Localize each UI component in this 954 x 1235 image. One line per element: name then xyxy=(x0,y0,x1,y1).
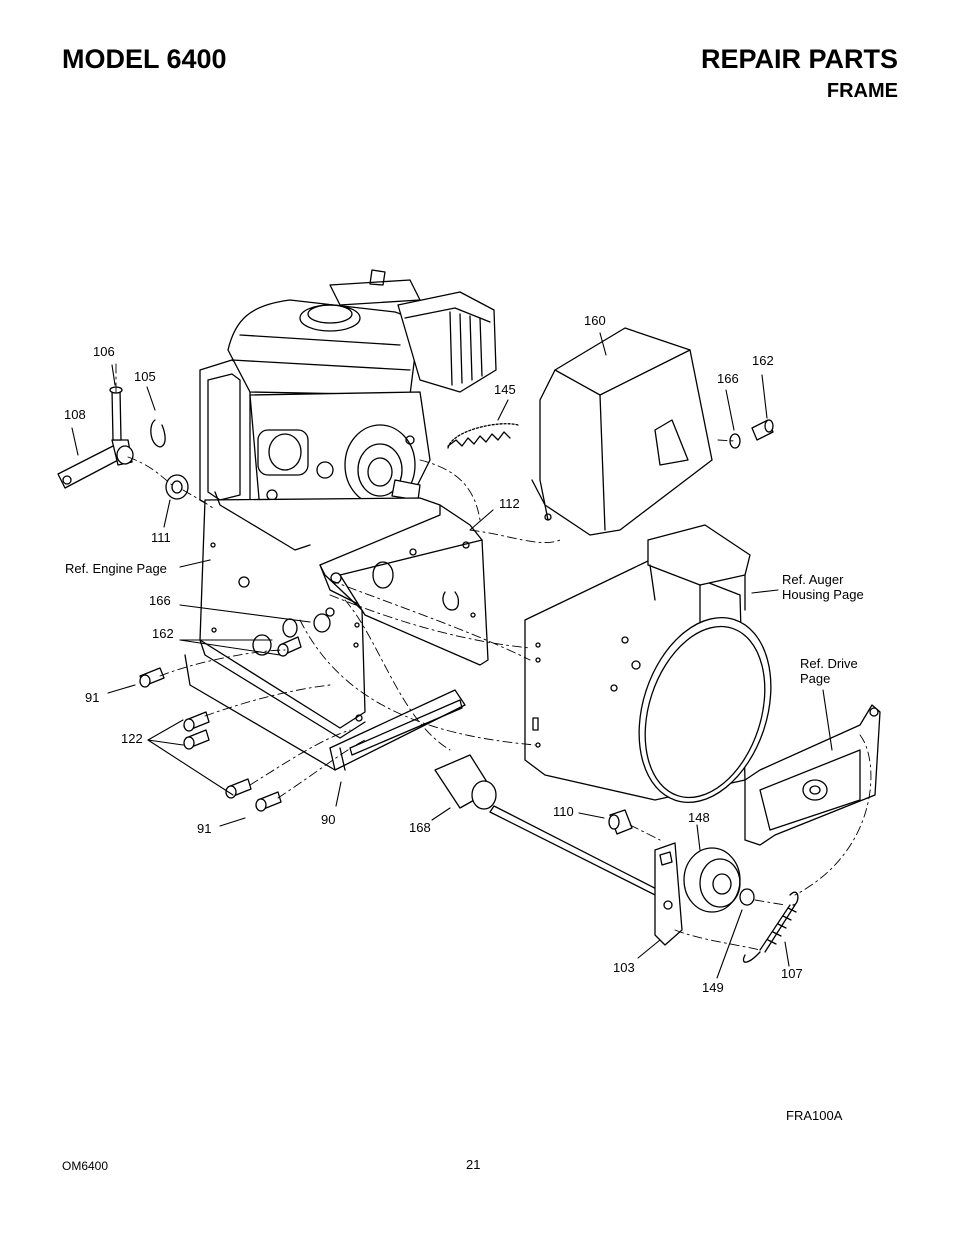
callout-160: 160 xyxy=(584,313,606,328)
callout-162-left: 162 xyxy=(152,626,174,641)
ref-drive-line1: Ref. Drive xyxy=(800,656,858,671)
ref-auger-housing-page: Ref. Auger Housing Page xyxy=(782,572,864,602)
model-title: MODEL 6400 xyxy=(62,44,227,74)
bolts-91-122 xyxy=(140,614,330,811)
page-number: 21 xyxy=(466,1157,481,1172)
callout-112: 112 xyxy=(499,496,520,511)
callout-107: 107 xyxy=(781,966,803,981)
callout-90: 90 xyxy=(321,812,336,827)
frame-illustration xyxy=(185,492,488,770)
doc-code: OM6400 xyxy=(62,1159,109,1173)
callout-108: 108 xyxy=(64,407,86,422)
callout-168: 168 xyxy=(409,820,431,835)
drive-bracket-illustration xyxy=(745,705,880,845)
callout-148: 148 xyxy=(688,810,710,825)
ref-auger-line1: Ref. Auger xyxy=(782,572,844,587)
callout-110: 110 xyxy=(553,804,574,819)
ref-engine-page: Ref. Engine Page xyxy=(65,561,167,576)
idler-assembly xyxy=(609,810,798,962)
callout-111: 111 xyxy=(151,530,171,545)
ref-drive-page: Ref. Drive Page xyxy=(800,656,858,686)
ref-drive-line2: Page xyxy=(800,671,831,686)
subsection-title: FRAME xyxy=(826,80,898,102)
leader-lines xyxy=(72,333,832,978)
linkage-parts xyxy=(58,387,188,499)
callout-149: 149 xyxy=(702,980,724,995)
callout-145: 145 xyxy=(494,382,516,397)
callout-105: 105 xyxy=(134,369,156,384)
callout-91-upper: 91 xyxy=(85,690,100,705)
callout-106: 106 xyxy=(93,344,115,359)
callout-122: 122 xyxy=(121,731,143,746)
auger-housing-illustration xyxy=(525,525,793,820)
callout-162-right: 162 xyxy=(752,353,774,368)
callout-103: 103 xyxy=(613,960,635,975)
figure-code: FRA100A xyxy=(786,1108,843,1123)
alignment-lines xyxy=(116,360,871,950)
cover-160 xyxy=(532,328,712,535)
washer-166-bolt-162 xyxy=(730,420,773,448)
callout-91-lower: 91 xyxy=(197,821,212,836)
spring-145 xyxy=(448,424,518,448)
callout-166-right: 166 xyxy=(717,371,739,386)
ref-auger-line2: Housing Page xyxy=(782,587,864,602)
callout-166-left: 166 xyxy=(149,593,171,608)
section-title: REPAIR PARTS xyxy=(700,44,898,74)
